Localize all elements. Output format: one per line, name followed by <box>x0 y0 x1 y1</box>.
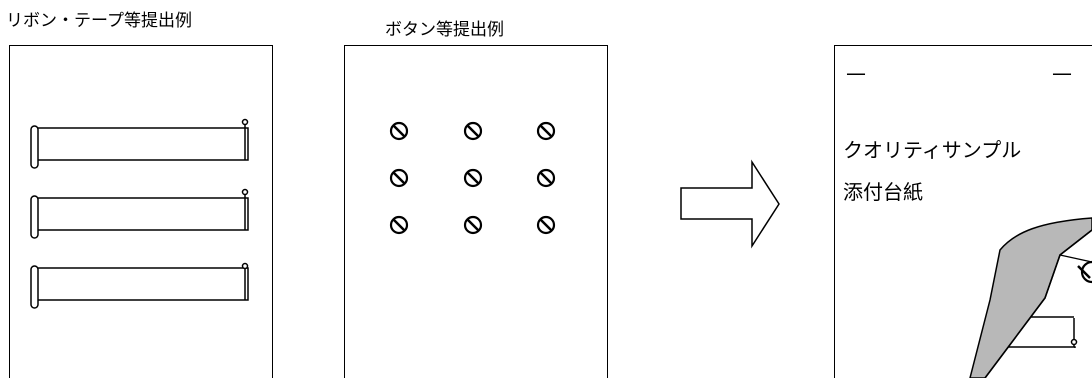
ribbon-sample-1 <box>30 118 249 169</box>
button-sample-8 <box>463 215 483 235</box>
card-caption-line1: クオリティサンプル <box>843 138 1022 162</box>
backing-card-panel <box>834 45 1092 378</box>
right-arrow <box>680 159 780 249</box>
ribbon-sample-3 <box>30 262 249 309</box>
card-top-mark-left: — <box>846 61 866 85</box>
ribbon-example-title: リボン・テープ等提出例 <box>6 11 192 31</box>
card-caption-line2: 添付台紙 <box>843 180 923 204</box>
button-sample-3 <box>536 121 556 141</box>
button-sample-7 <box>389 215 409 235</box>
button-sample-6 <box>536 168 556 188</box>
page-curl <box>969 217 1092 378</box>
ribbon-sample-2 <box>30 188 249 239</box>
button-sample-4 <box>389 168 409 188</box>
button-sample-2 <box>463 121 483 141</box>
card-top-mark-right: — <box>1052 61 1072 85</box>
button-sample-panel <box>344 45 608 378</box>
button-sample-1 <box>389 121 409 141</box>
button-sample-5 <box>463 168 483 188</box>
card-hidden-button <box>1077 260 1092 284</box>
button-sample-9 <box>536 215 556 235</box>
button-example-title: ボタン等提出例 <box>385 20 504 40</box>
